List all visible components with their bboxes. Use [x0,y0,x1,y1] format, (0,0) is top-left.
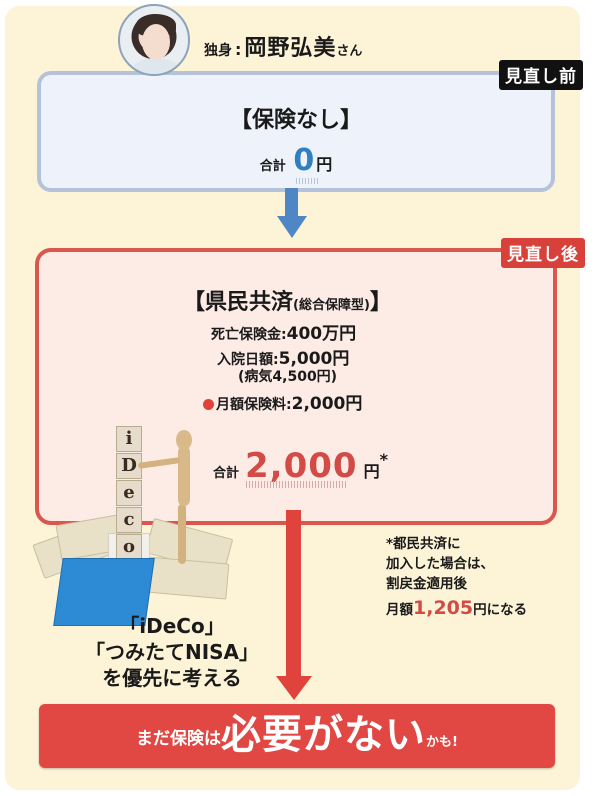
priority-line: 「iDeCo」 [119,614,225,638]
plan-name: 【県民共済 [183,290,294,315]
banknote-icon [144,556,230,600]
honorific: さん [336,44,363,59]
avatar-body [130,58,182,74]
separator: : [235,40,242,59]
footnote-line: *都民共済に [386,536,461,552]
tick-decoration [296,178,318,184]
after-review-tag: 見直し後 [501,238,585,268]
after-total: 合計 2,000 円* [213,446,388,486]
before-title: 【保険なし】 [229,108,362,133]
after-total-value: 2,000 [245,446,358,486]
marital-status: 独身 [204,43,232,59]
after-total-unit: 円 [363,462,380,481]
priority-line: を優先に考える [102,666,242,690]
death-benefit-value: 400万円 [286,324,357,344]
mannequin-icon [178,504,186,564]
down-arrow-icon [286,510,301,678]
asterisk: * [379,450,388,469]
footnote-prefix: 月額 [386,602,413,618]
person-label: 独身:岡野弘美さん [204,30,362,62]
before-total-label: 合計 [259,159,286,174]
footnote: *都民共済に 加入した場合は、 割戻金適用後 月額1,205円になる [386,534,527,620]
block-c: c [116,507,142,533]
monthly-premium-label: 月額保険料: [216,397,292,413]
mannequin-body [178,446,190,506]
down-arrow-head-icon [277,216,307,238]
monthly-premium-value: 2,000円 [291,394,363,414]
footnote-amount-line: 月額1,205円になる [386,598,527,620]
down-arrow-icon [285,188,298,218]
bracket-close: 】 [369,290,392,315]
death-benefit-line: 死亡保険金:400万円 [211,319,356,344]
ideco-illustration: i D e c o [28,400,234,626]
down-arrow-head-icon [276,676,312,700]
banner-prefix: まだ保険は [136,729,222,749]
mannequin-head [176,430,192,450]
block-i: i [116,426,142,452]
after-title: 【県民共済(総合保障型)】 [183,284,392,316]
illness-note: (病気4,500円) [238,369,338,385]
hospital-daily-label: 入院日額: [217,352,279,368]
plan-type: (総合保障型) [293,298,370,313]
priority-line: 「つみたてNISA」 [84,640,260,664]
banner-emphasis: 必要がない [221,712,427,758]
block-e: e [116,480,142,506]
monthly-premium-line: 月額保険料:2,000円 [203,389,362,414]
hospital-daily-line: 入院日額:5,000円 [217,344,349,369]
footnote-line: 加入した場合は、 [386,556,494,572]
banner-suffix: かも! [426,735,458,750]
block-o: o [116,534,142,560]
before-review-tag: 見直し前 [499,60,583,90]
avatar [118,4,190,76]
footnote-suffix: 円になる [473,602,528,618]
red-dot-icon [203,399,214,410]
letter-blocks: i D e c o [116,426,142,561]
priority-message: 「iDeCo」 「つみたてNISA」 を優先に考える [62,613,282,691]
before-total-value: 0 [293,143,315,178]
footnote-line: 割戻金適用後 [386,576,467,592]
death-benefit-label: 死亡保険金: [211,327,287,343]
conclusion-banner: まだ保険は必要がないかも! [39,704,555,768]
mannequin-arm [137,457,181,469]
person-name: 岡野弘美 [244,36,337,61]
avatar-face [142,24,170,60]
before-total-unit: 円 [316,155,333,174]
footnote-amount: 1,205 [413,597,474,619]
after-total-label: 合計 [213,466,240,481]
block-d: D [116,453,142,479]
tick-decoration [246,481,346,488]
hospital-daily-value: 5,000円 [278,349,350,369]
